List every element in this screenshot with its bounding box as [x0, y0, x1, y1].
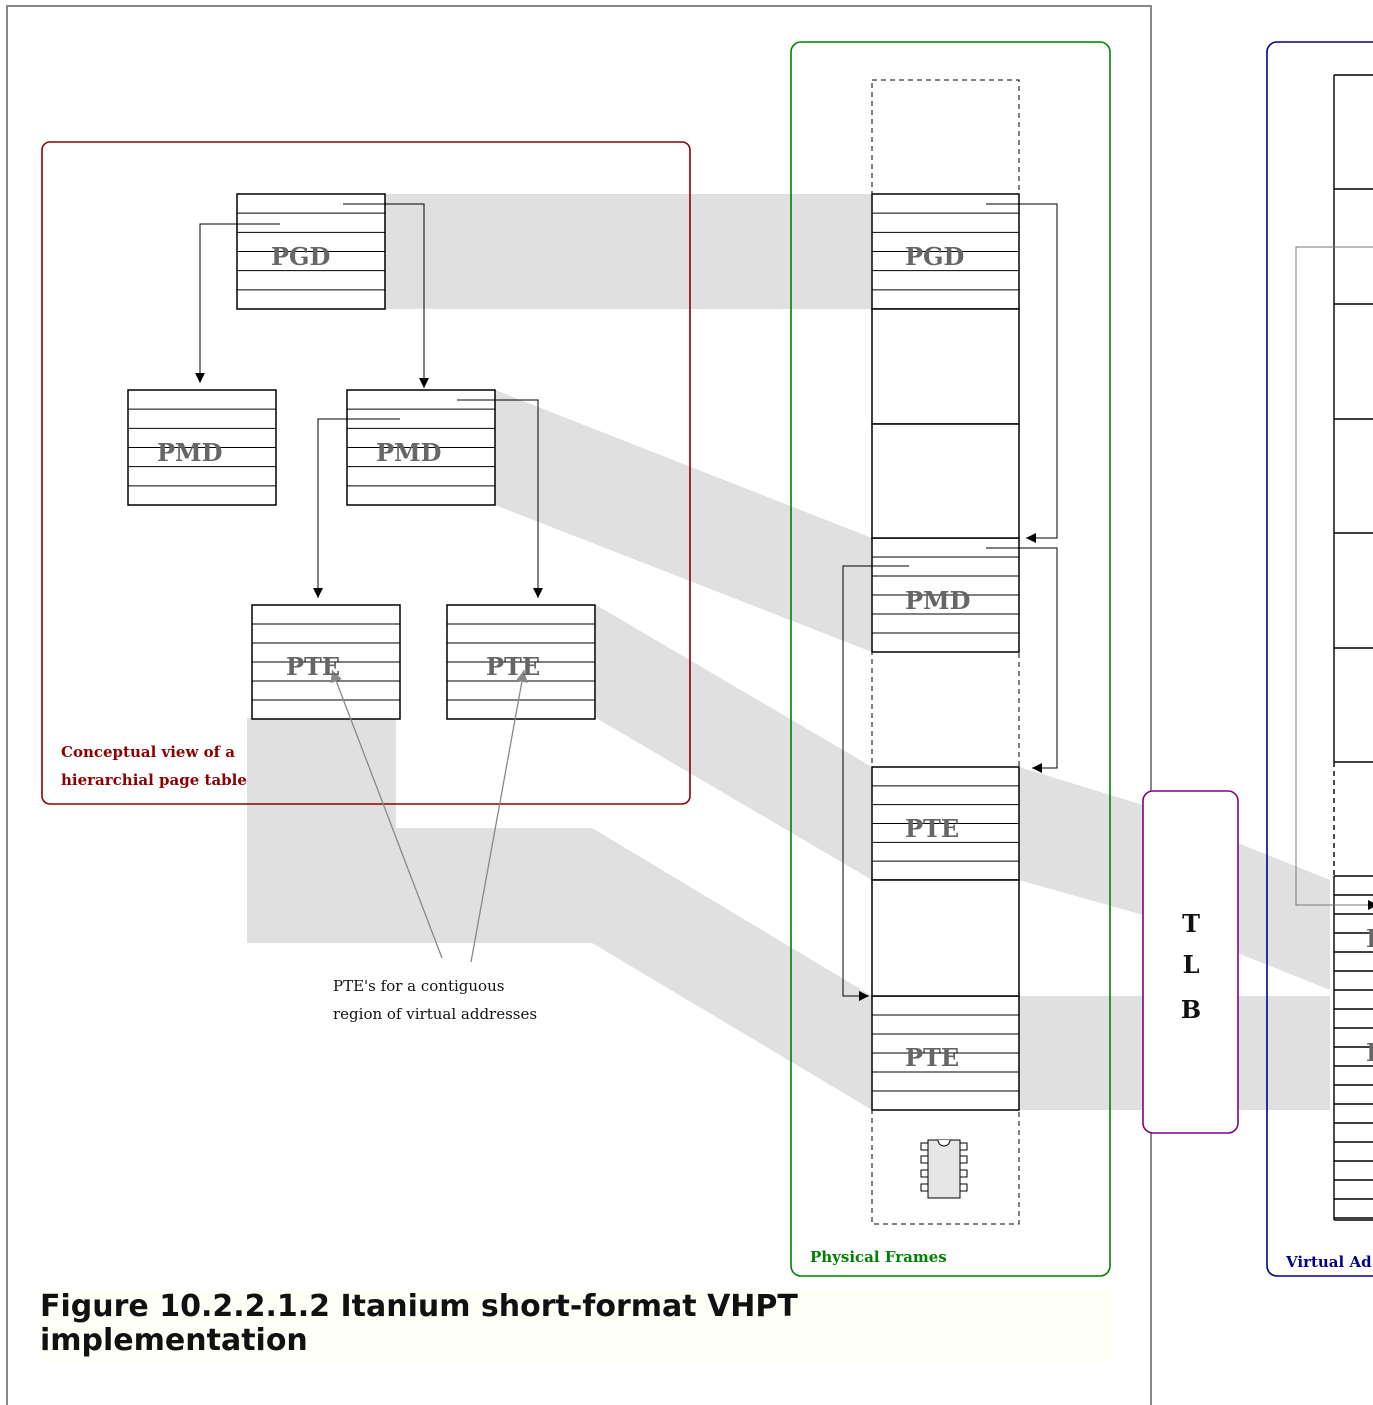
- pmd-to-pte-right-arrow: [457, 399, 543, 598]
- physical-pmd-table: [871, 537, 1020, 653]
- physical-pte-lower-label: PTE: [905, 1043, 959, 1072]
- band-pte-left: [247, 718, 872, 1110]
- physical-pgd-table: [871, 193, 1020, 310]
- figure-caption-line2: implementation: [40, 1323, 308, 1358]
- phys-pgd-to-pmd-arrow: [986, 203, 1058, 543]
- pte-note-line2: region of virtual addresses: [333, 1005, 537, 1023]
- tlb-letter-b: B: [1181, 995, 1201, 1024]
- physical-pte-upper-table: [871, 766, 1020, 881]
- virtual-address-box: [1266, 41, 1373, 1277]
- virtual-partial-label-lower: I: [1366, 1038, 1373, 1067]
- conceptual-view-box: [41, 141, 691, 805]
- note-arrow-left: [330, 669, 443, 959]
- conceptual-pmd-right-label: PMD: [376, 438, 441, 467]
- pmd-to-pte-left-arrow: [313, 418, 400, 598]
- conceptual-pte-right-table: [446, 604, 596, 720]
- virtual-address-title: Virtual Ad: [1285, 1253, 1372, 1271]
- pgd-to-pmd-left-arrow: [195, 223, 280, 383]
- virtual-address-column: [1333, 74, 1373, 1221]
- physical-frame-empty-2: [871, 423, 1020, 539]
- physical-pmd-label: PMD: [905, 586, 970, 615]
- physical-pgd-label: PGD: [905, 242, 964, 271]
- note-arrow-right: [470, 669, 528, 963]
- tlb-letter-t: T: [1182, 909, 1200, 938]
- conceptual-pmd-left-table: [127, 389, 277, 506]
- conceptual-pmd-right-table: [346, 389, 496, 506]
- conceptual-view-title-line2: hierarchial page table: [61, 771, 247, 789]
- pte-note-line1: PTE's for a contiguous: [333, 977, 504, 995]
- physical-pte-lower-table: [871, 995, 1020, 1111]
- figure-caption-line1: Figure 10.2.2.1.2 Itanium short-format V…: [40, 1289, 798, 1324]
- physical-pte-upper-label: PTE: [905, 814, 959, 843]
- conceptual-pgd-table: [236, 193, 386, 310]
- band-pgd: [385, 194, 872, 309]
- virtual-partial-label-upper: I: [1366, 924, 1373, 953]
- conceptual-view-title-line1: Conceptual view of a: [61, 743, 235, 761]
- phys-pmd-to-pte2-arrow: [842, 565, 909, 1001]
- physical-frames-title: Physical Frames: [810, 1248, 947, 1266]
- conceptual-pmd-left-label: PMD: [157, 438, 222, 467]
- tlb-letter-l: L: [1183, 950, 1200, 979]
- conceptual-pte-right-label: PTE: [486, 652, 540, 681]
- band-pmd: [495, 390, 872, 652]
- band-pte-right: [596, 605, 872, 880]
- conceptual-pte-left-label: PTE: [286, 652, 340, 681]
- tlb-box: [1142, 790, 1239, 1134]
- conceptual-pgd-label: PGD: [271, 242, 330, 271]
- chip-icon: [920, 1139, 968, 1199]
- phys-pmd-to-pte-arrow: [986, 547, 1058, 773]
- physical-frame-empty-1: [871, 308, 1020, 425]
- pgd-to-pmd-right-arrow: [343, 203, 429, 388]
- physical-frames-box: [790, 41, 1111, 1277]
- physical-frame-empty-3: [871, 879, 1020, 997]
- figure-frame: [6, 5, 1152, 1405]
- virtual-pointer-arrow: [1295, 246, 1373, 910]
- figure-caption: Figure 10.2.2.1.2 Itanium short-format V…: [40, 1290, 1115, 1362]
- conceptual-pte-left-table: [251, 604, 401, 720]
